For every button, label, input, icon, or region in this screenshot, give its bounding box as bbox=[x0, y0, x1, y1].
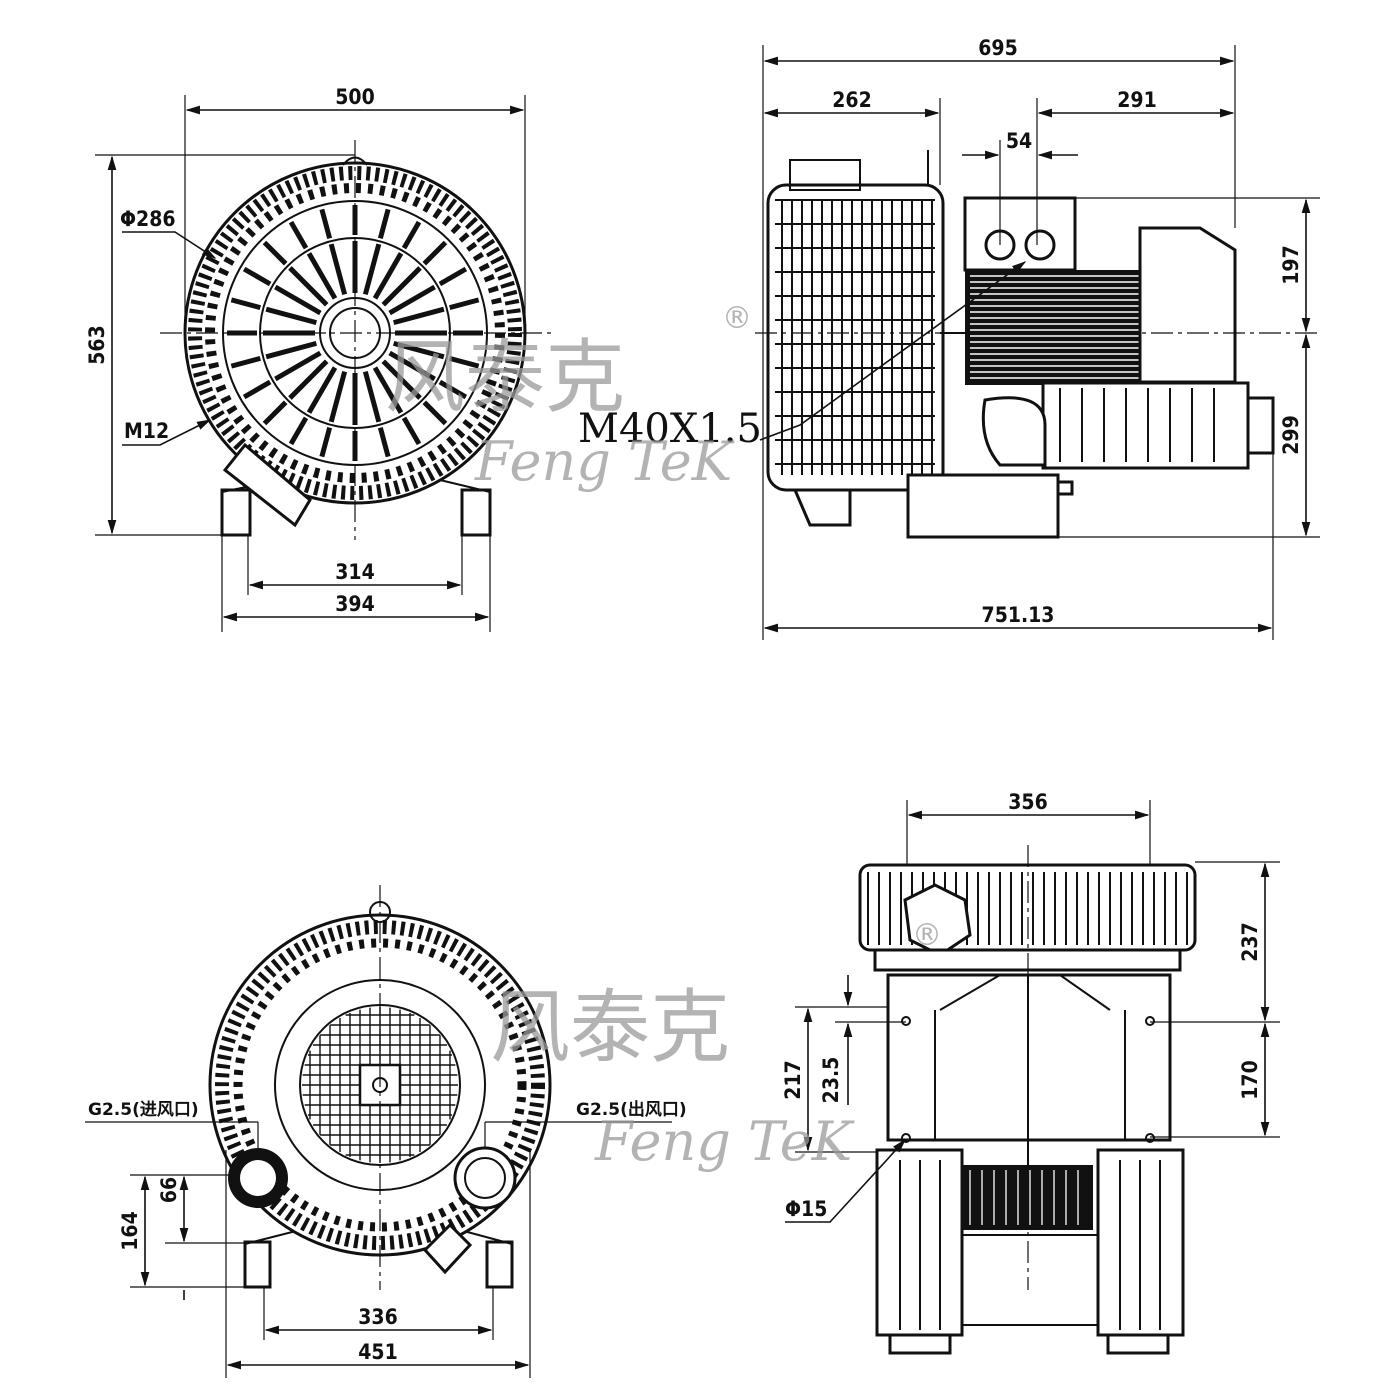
top-left-label: 217 bbox=[781, 1060, 805, 1099]
side-thread-label: M40X1.5 bbox=[578, 406, 762, 452]
back-height-label: 164 bbox=[118, 1211, 142, 1250]
front-height-label: 563 bbox=[85, 325, 109, 364]
watermark-english-top: Feng TeK bbox=[474, 430, 735, 493]
side-left-part-label: 262 bbox=[832, 88, 871, 112]
back-inlet-label: G2.5(进风口) bbox=[88, 1100, 199, 1120]
front-foot-span-label: 314 bbox=[335, 560, 374, 584]
back-view: G2.5(进风口) G2.5(出风口) 66 164 336 451 bbox=[85, 885, 687, 1378]
top-lower-label: 170 bbox=[1238, 1060, 1262, 1099]
front-diameter-label: Φ286 bbox=[120, 207, 176, 231]
watermark-top: 风泰克 Feng TeK ® bbox=[385, 301, 752, 493]
side-view: 695 262 291 54 197 299 M40X1.5 751.13 bbox=[578, 36, 1320, 640]
watermark-english-bottom: Feng TeK bbox=[594, 1110, 855, 1173]
back-port-height-label: 66 bbox=[157, 1177, 181, 1203]
front-nozzle bbox=[222, 442, 312, 528]
watermark-chinese-top: 风泰克 bbox=[385, 331, 625, 424]
side-right-part-label: 291 bbox=[1117, 88, 1156, 112]
top-hole-label: Φ15 bbox=[785, 1197, 827, 1221]
watermark-registered-top: ® bbox=[722, 301, 752, 336]
back-foot-right bbox=[485, 1240, 514, 1289]
side-lower-height-label: 299 bbox=[1279, 415, 1303, 454]
side-base bbox=[906, 473, 1060, 539]
front-view: 500 563 Φ286 M12 314 394 bbox=[85, 85, 555, 632]
terminal-box bbox=[963, 196, 1077, 272]
side-terminal-label: 54 bbox=[1006, 129, 1032, 153]
top-upper-label: 237 bbox=[1238, 922, 1262, 961]
back-outlet-label: G2.5(出风口) bbox=[576, 1099, 687, 1120]
watermark-registered-bottom: ® bbox=[912, 918, 942, 953]
motor-end-cap bbox=[1138, 226, 1237, 384]
front-base-width-label: 394 bbox=[335, 592, 374, 616]
back-base-width-label: 451 bbox=[358, 1340, 397, 1364]
top-width-label: 356 bbox=[1008, 790, 1047, 814]
side-total-length-label: 751.13 bbox=[982, 603, 1055, 627]
watermark-chinese-bottom: 风泰克 bbox=[490, 981, 730, 1074]
back-foot-left bbox=[243, 1240, 272, 1289]
watermark-bottom: 风泰克 Feng TeK ® bbox=[490, 918, 942, 1173]
top-offset-label: 23.5 bbox=[819, 1057, 843, 1104]
silencer bbox=[1041, 381, 1250, 470]
side-overall-label: 695 bbox=[978, 36, 1017, 60]
front-bolt-label: M12 bbox=[124, 419, 169, 443]
top-view: 356 237 170 217 23.5 Φ15 bbox=[781, 790, 1280, 1355]
side-upper-height-label: 197 bbox=[1279, 245, 1303, 284]
front-width-label: 500 bbox=[335, 85, 374, 109]
front-foot-right bbox=[460, 488, 492, 537]
front-foot-left bbox=[220, 488, 252, 537]
side-blower-housing bbox=[766, 183, 945, 492]
back-foot-span-label: 336 bbox=[358, 1305, 397, 1329]
